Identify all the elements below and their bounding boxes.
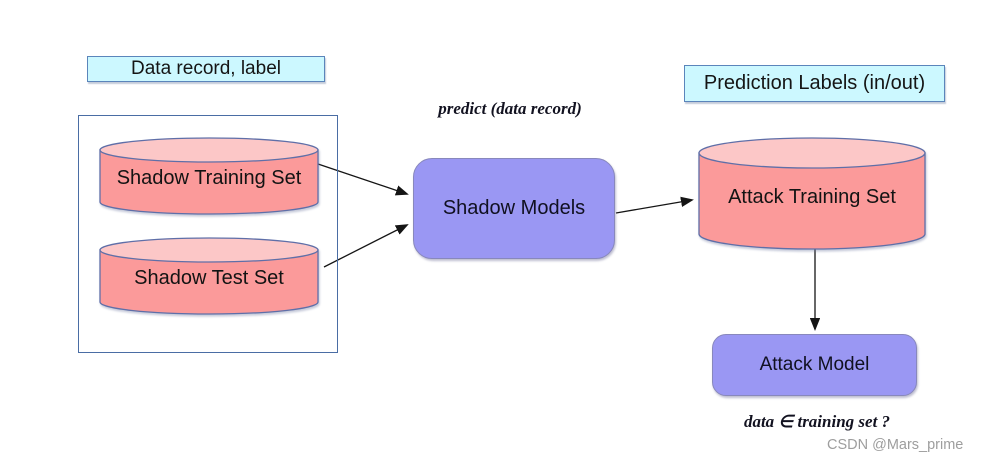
datastore-attack-training-set: Attack Training Set bbox=[698, 137, 926, 250]
label-prediction-labels-text: Prediction Labels (in/out) bbox=[703, 72, 926, 94]
label-prediction-labels: Prediction Labels (in/out) bbox=[684, 65, 945, 102]
watermark: CSDN @Mars_prime bbox=[827, 437, 964, 453]
cylinder-shape bbox=[99, 137, 319, 215]
datastore-shadow-test-set-label: Shadow Test Set bbox=[134, 267, 284, 289]
datastore-shadow-training-set: Shadow Training Set bbox=[99, 137, 319, 215]
shadow-sets-group-box bbox=[78, 115, 338, 353]
process-attack-model-label: Attack Model bbox=[759, 354, 870, 375]
datastore-shadow-training-set-label: Shadow Training Set bbox=[116, 167, 302, 189]
process-attack-model: Attack Model bbox=[712, 334, 917, 396]
label-data-record-text: Data record, label bbox=[131, 58, 281, 79]
cylinder-shape bbox=[99, 237, 319, 315]
arrow-shadow-models-to-attack-training-set bbox=[615, 196, 694, 214]
datastore-shadow-test-set: Shadow Test Set bbox=[99, 237, 319, 315]
process-shadow-models: Shadow Models bbox=[413, 158, 615, 259]
datastore-attack-training-set-label: Attack Training Set bbox=[728, 186, 896, 208]
label-data-record: Data record, label bbox=[87, 56, 325, 82]
annotation-predict-call: predict (data record) bbox=[438, 99, 582, 118]
annotation-membership-question: data ∈ training set ? bbox=[743, 412, 891, 431]
process-shadow-models-label: Shadow Models bbox=[442, 197, 586, 219]
cylinder-shape bbox=[698, 137, 926, 250]
